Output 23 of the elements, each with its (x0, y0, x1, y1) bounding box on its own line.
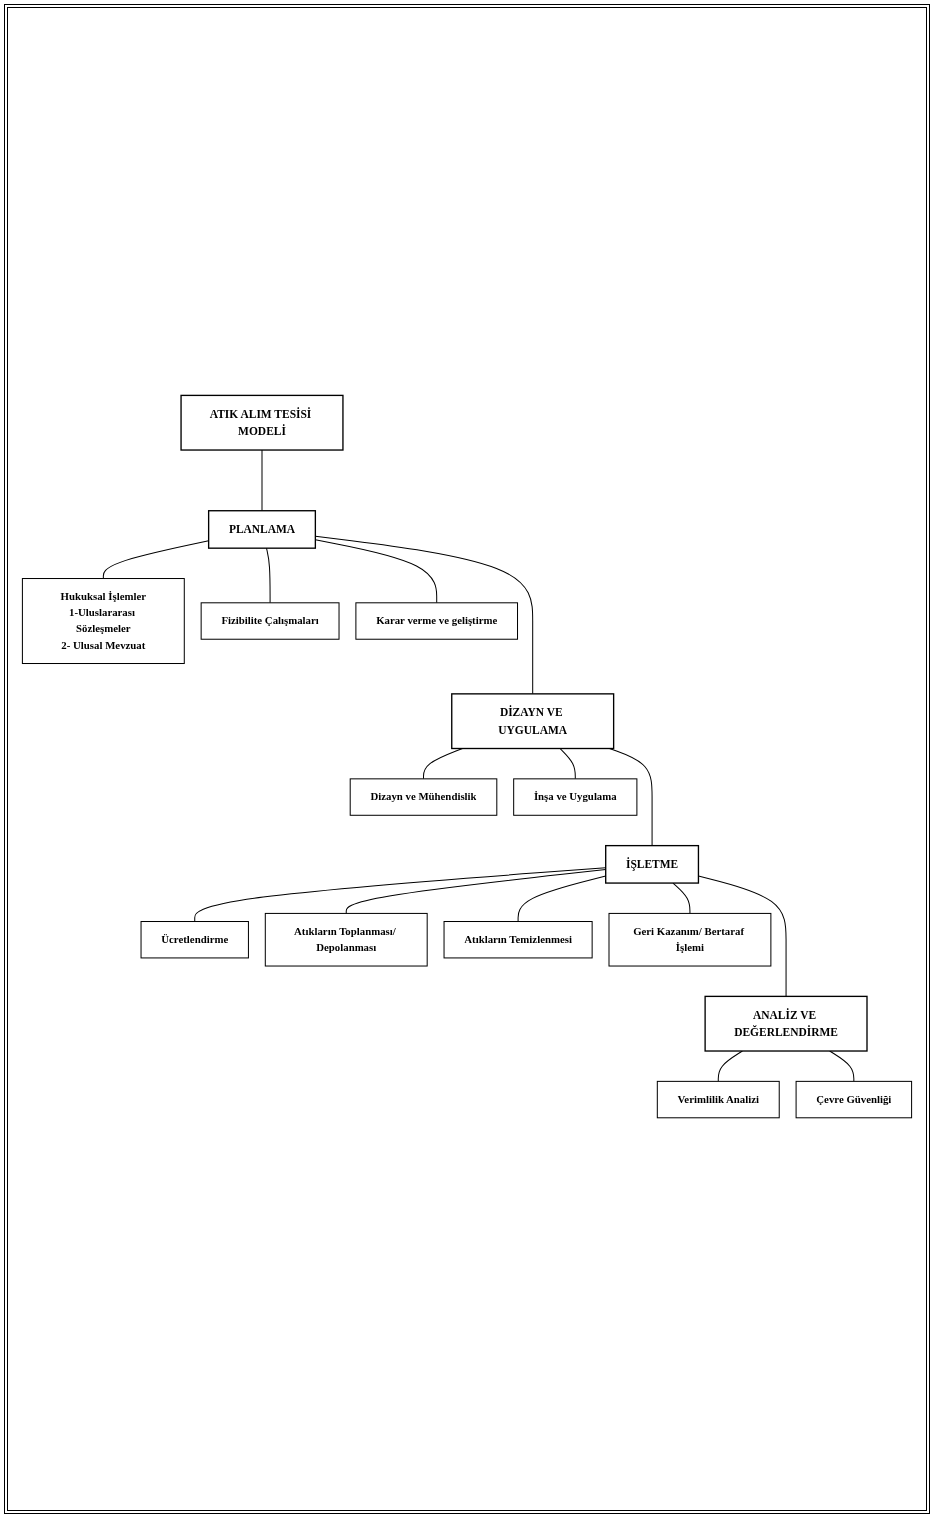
node-box: DİZAYN VE UYGULAMA (451, 693, 615, 750)
node-box: Karar verme ve geliştirme (355, 602, 519, 641)
connector (829, 1050, 855, 1083)
node-box: İŞLETME (605, 845, 700, 885)
node-box: Atıkların Temizlenmesi (443, 921, 593, 959)
node-box: ANALİZ VE DEĞERLENDİRME (704, 996, 868, 1053)
node-box: ATIK ALIM TESİSİ MODELİ (180, 395, 344, 452)
node-box: Geri Kazanım/ Bertaraf İşlemi (608, 913, 772, 967)
node-box: Verimlilik Analizi (656, 1081, 780, 1119)
connector (559, 748, 576, 780)
connector (672, 882, 691, 915)
connector (423, 748, 463, 780)
node-box: Dizayn ve Mühendislik (349, 778, 498, 817)
connector (717, 1050, 743, 1083)
node-box: PLANLAMA (207, 510, 317, 550)
connector (261, 449, 263, 512)
connector (265, 548, 271, 604)
node-box: Fizibilite Çalışmaları (200, 602, 340, 641)
node-box: Atıkların Toplanması/ Depolanması (264, 913, 428, 967)
node-box: Ücretlendirme (140, 921, 249, 959)
node-box: Çevre Güvenliği (795, 1081, 913, 1119)
node-box: Hukuksal İşlemler 1-Uluslararası Sözleşmeler 2- Ulusal Mevzuat (21, 578, 185, 665)
node-box: İnşa ve Uygulama (513, 778, 638, 817)
